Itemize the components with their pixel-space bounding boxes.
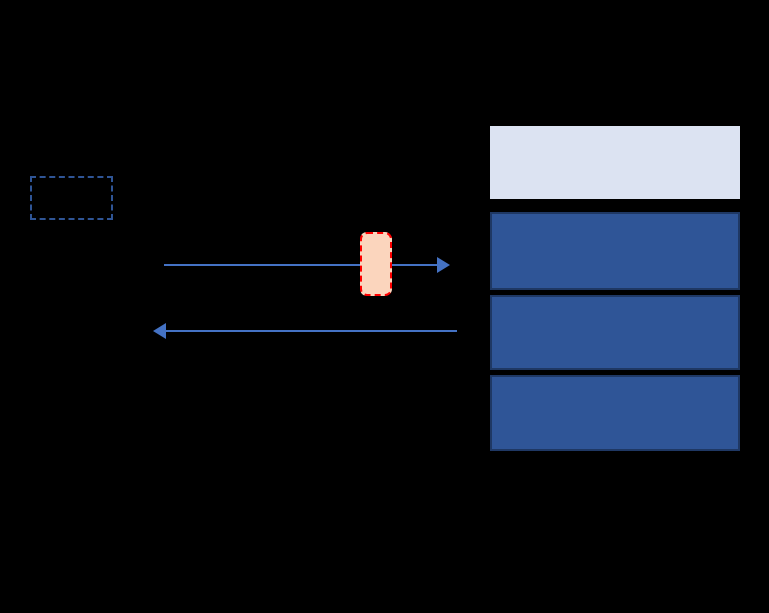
forward-arrow [164,257,450,273]
dashed-placeholder-box[interactable] [30,176,113,220]
stack-box-3[interactable] [490,295,740,370]
stack-box-1[interactable] [490,126,740,199]
stack-box-2[interactable] [490,212,740,290]
return-arrow-head [153,323,166,339]
return-arrow [153,323,457,339]
forward-arrow-head [437,257,450,273]
stack-box-4[interactable] [490,375,740,451]
highlighted-step-marker[interactable] [360,232,392,296]
